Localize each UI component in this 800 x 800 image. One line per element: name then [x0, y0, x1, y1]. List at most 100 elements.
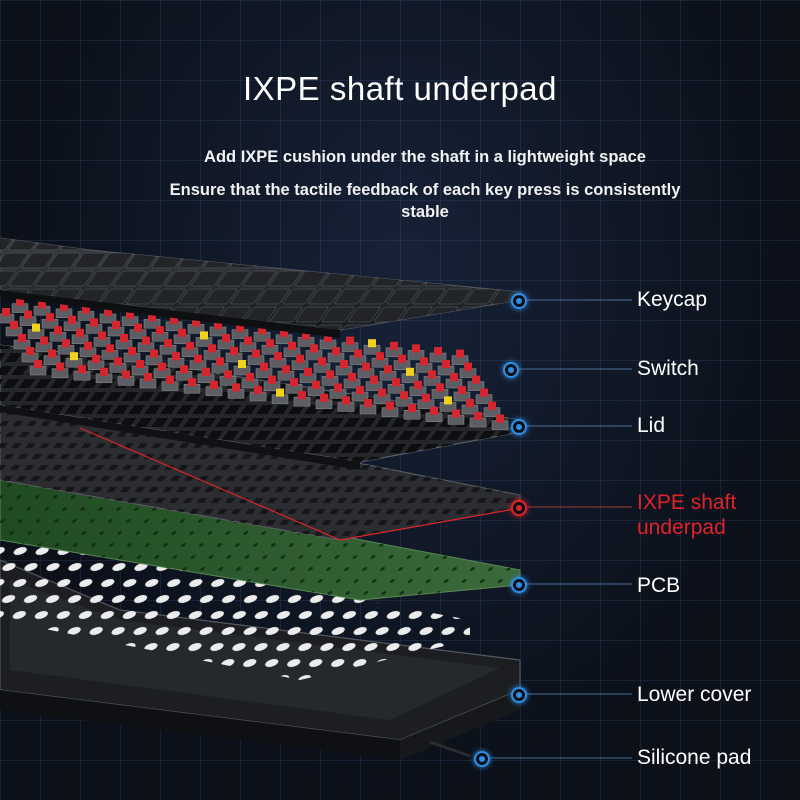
keycap-callout-dot: [511, 293, 527, 309]
switch-stem: [362, 362, 370, 371]
switch-stem: [386, 401, 394, 410]
switch-stem: [38, 300, 46, 309]
switch-stem: [452, 409, 460, 418]
switch-stem: [466, 399, 474, 407]
switch-stem: [276, 388, 284, 397]
switch-stem: [144, 373, 152, 381]
switch-stem: [150, 349, 158, 358]
switch-stem: [458, 386, 466, 394]
switch-stem: [488, 401, 496, 410]
switch-stem: [192, 318, 200, 327]
switch-stem: [166, 375, 174, 384]
label-pcb: PCB: [637, 574, 681, 597]
label-silicone-pad: Silicone pad: [637, 746, 752, 769]
switch-stem: [62, 339, 70, 348]
switch-stem: [56, 362, 64, 371]
switch-stem: [356, 386, 364, 394]
switch-stem: [268, 375, 276, 384]
switch-stem: [496, 414, 504, 423]
lid-callout-dot: [511, 419, 527, 435]
switch-stem: [302, 331, 310, 340]
switch-stem: [78, 365, 86, 374]
switch-stem: [98, 331, 106, 340]
switch-stem: [224, 370, 232, 379]
switch-stem: [420, 357, 428, 366]
switch-stem: [318, 357, 326, 366]
switch-stem: [46, 313, 54, 322]
switch-stem: [170, 315, 178, 324]
switch-stem: [210, 380, 218, 389]
switch-stem: [92, 354, 100, 363]
switch-callout-dot: [503, 362, 519, 378]
switch-stem: [384, 365, 392, 374]
switch-stem: [480, 388, 488, 397]
switch-stem: [334, 383, 342, 392]
switch-stem: [134, 323, 142, 332]
switch-stem: [304, 367, 312, 376]
switch-stem: [254, 386, 262, 394]
switch-stem: [434, 347, 442, 355]
switch-stem: [54, 326, 62, 335]
switch-stem: [194, 354, 202, 363]
switch-stem: [324, 334, 332, 342]
label-lid: Lid: [637, 414, 666, 437]
switch-stem: [392, 378, 400, 387]
switch-stem: [408, 404, 416, 413]
subtitle-line-1: Add IXPE cushion under the shaft in a li…: [204, 148, 646, 166]
silicone-pad-callout-dot: [474, 751, 490, 767]
page-title: IXPE shaft underpad: [242, 70, 558, 107]
switch-stem: [120, 334, 128, 342]
switch-stem: [252, 349, 260, 358]
silicone-pad-layer: [0, 540, 471, 758]
switch-stem: [450, 373, 458, 381]
switch-stem: [60, 302, 68, 311]
switch-stem: [222, 334, 230, 342]
switch-stem: [142, 336, 150, 345]
switch-stem: [340, 360, 348, 368]
label-lower-cover: Lower cover: [637, 683, 752, 706]
switch-stem: [236, 323, 244, 332]
switch-stem: [412, 344, 420, 353]
switch-stem: [112, 321, 120, 329]
switch-stem: [26, 347, 34, 355]
switch-stem: [76, 328, 84, 337]
label-switch: Switch: [637, 357, 699, 380]
switch-stem: [310, 344, 318, 353]
switch-stem: [290, 378, 298, 387]
switch-stem: [414, 380, 422, 389]
switch-stem: [406, 367, 414, 376]
switch-stem: [274, 352, 282, 361]
switch-stem: [378, 388, 386, 397]
switch-stem: [208, 344, 216, 353]
switch-stem: [246, 373, 254, 381]
switch-stem: [216, 357, 224, 366]
switch-stem: [346, 336, 354, 345]
switch-stem: [260, 362, 268, 371]
switch-stem: [104, 308, 112, 316]
switch-stem: [136, 360, 144, 368]
subtitle-line-2: Ensure that the tactile feedback of each…: [169, 181, 681, 221]
keycap-layer: [0, 237, 521, 338]
switch-stem: [376, 352, 384, 361]
switch-stem: [114, 357, 122, 366]
switch-stem: [238, 360, 246, 368]
switch-stem: [90, 318, 98, 327]
switch-stem: [444, 396, 452, 405]
switch-stem: [48, 349, 56, 358]
switch-stem: [122, 370, 130, 379]
switch-stem: [200, 331, 208, 340]
switch-stem: [456, 349, 464, 358]
switch-stem: [18, 334, 26, 342]
switch-stem: [40, 336, 48, 345]
switch-stem: [128, 347, 136, 355]
switch-stem: [202, 367, 210, 376]
switch-stem: [400, 391, 408, 400]
switch-stem: [390, 341, 398, 350]
switch-stem: [32, 323, 40, 332]
switch-stem: [158, 362, 166, 371]
pcb-callout-dot: [511, 577, 527, 593]
switch-stem: [282, 365, 290, 374]
switch-stem: [348, 373, 356, 381]
